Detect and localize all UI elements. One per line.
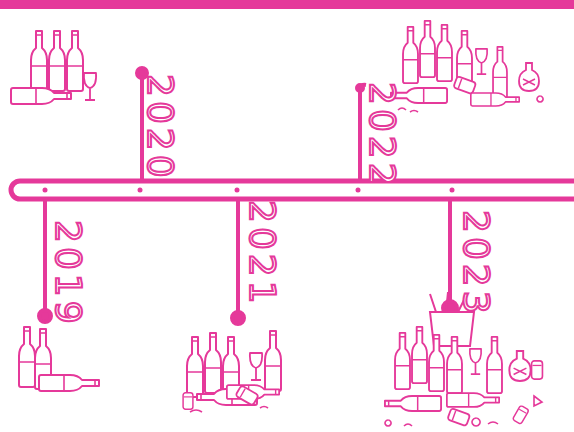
year-label: 2023 bbox=[458, 210, 494, 318]
year-label: 2022 bbox=[364, 82, 400, 190]
bottles-2020 bbox=[11, 31, 96, 104]
year-label: 2021 bbox=[244, 200, 280, 308]
year-label: 2020 bbox=[142, 74, 178, 182]
year-stems bbox=[39, 68, 457, 324]
bottles-2019 bbox=[19, 327, 99, 391]
year-label: 2019 bbox=[50, 220, 86, 328]
top-band bbox=[0, 0, 574, 9]
bottles-2021 bbox=[183, 331, 281, 412]
timeline-bar bbox=[11, 181, 574, 199]
bottles-2022 bbox=[391, 21, 543, 112]
